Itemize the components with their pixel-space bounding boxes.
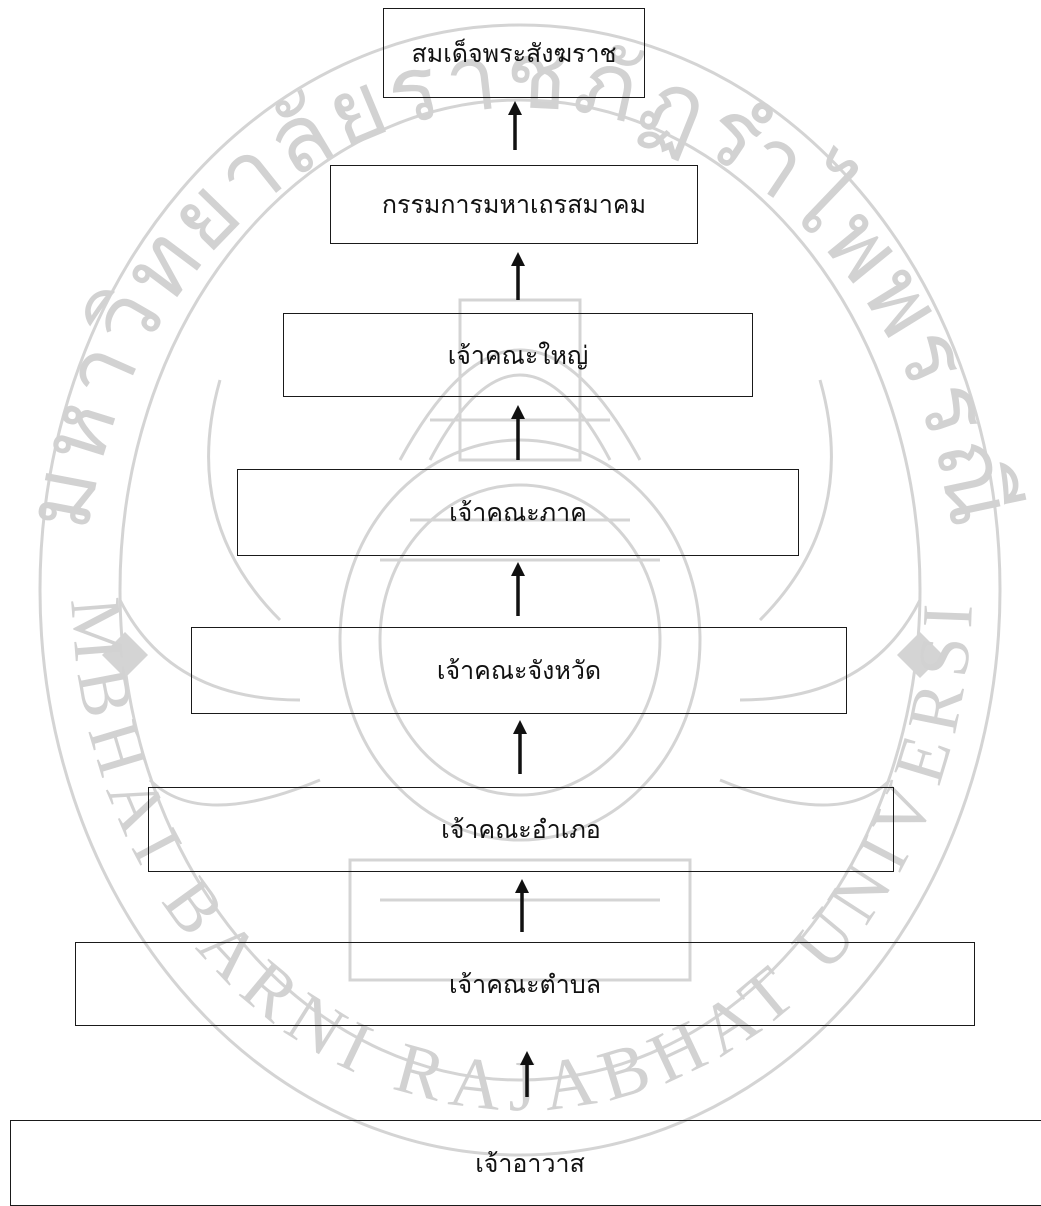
- level-label: เจ้าอาวาส: [475, 1148, 585, 1178]
- level-label: เจ้าคณะตำบล: [448, 969, 602, 999]
- level-box-provincial-chief: เจ้าคณะจังหวัด: [191, 627, 847, 714]
- arrow-up-icon: [511, 562, 525, 616]
- level-label: เจ้าคณะภาค: [449, 498, 587, 527]
- level-label: กรรมการมหาเถรสมาคม: [381, 190, 647, 219]
- level-box-chief-of-sect: เจ้าคณะใหญ่: [283, 313, 753, 397]
- arrow-up-icon: [508, 101, 522, 150]
- level-label: เจ้าคณะอำเภอ: [441, 815, 601, 844]
- arrow-up-icon: [515, 879, 529, 932]
- level-box-supreme-patriarch: สมเด็จพระสังฆราช: [383, 8, 645, 98]
- level-label: เจ้าคณะจังหวัด: [436, 656, 602, 685]
- level-box-district-chief: เจ้าคณะอำเภอ: [148, 787, 894, 872]
- arrow-up-icon: [513, 720, 527, 774]
- level-box-sangha-supreme-council: กรรมการมหาเถรสมาคม: [330, 165, 698, 244]
- level-label: เจ้าคณะใหญ่: [447, 340, 589, 370]
- level-box-abbot: เจ้าอาวาส: [10, 1120, 1041, 1206]
- level-box-subdistrict-chief: เจ้าคณะตำบล: [75, 942, 975, 1026]
- level-box-regional-chief: เจ้าคณะภาค: [237, 469, 799, 556]
- arrow-up-icon: [511, 405, 525, 460]
- arrow-up-icon: [520, 1051, 534, 1097]
- arrow-up-icon: [511, 252, 525, 300]
- level-label: สมเด็จพระสังฆราช: [411, 38, 617, 68]
